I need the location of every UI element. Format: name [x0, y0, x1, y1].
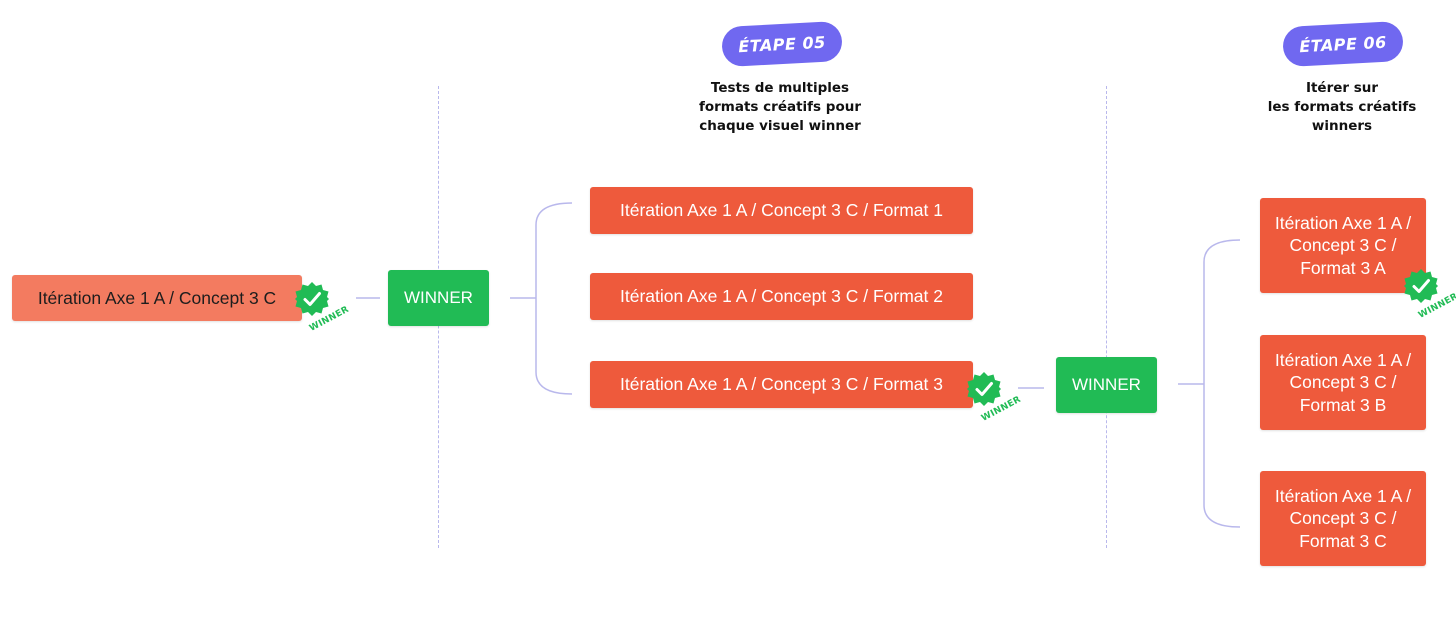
winner-check-icon: [967, 372, 1001, 406]
winner-box-step-06: WINNER: [1056, 357, 1157, 413]
winner-check-icon: [1404, 269, 1438, 303]
step-06-description: Itérer sur les formats créatifs winners: [1267, 80, 1417, 134]
variant-card-format-3a: Itération Axe 1 A / Concept 3 C / Format…: [1260, 198, 1426, 293]
winner-seal-format-3: WINNER: [966, 371, 1023, 427]
winner-box-step-05: WINNER: [388, 270, 489, 326]
divider-line-right: [1106, 86, 1107, 548]
variant-card-format-3b: Itération Axe 1 A / Concept 3 C / Format…: [1260, 335, 1426, 430]
branch-bracket-variants: [1203, 239, 1241, 528]
step-06-badge: ÉTAPE 06: [1282, 20, 1404, 68]
winner-check-icon: [295, 282, 329, 316]
step-05-badge: ÉTAPE 05: [721, 20, 843, 68]
source-iteration-card: Itération Axe 1 A / Concept 3 C: [12, 275, 302, 321]
winner-seal-source: WINNER: [294, 281, 351, 337]
step-05-description: Tests de multiples formats créatifs pour…: [699, 80, 861, 134]
winner-seal-format-3a: WINNER: [1403, 268, 1456, 324]
format-card-1: Itération Axe 1 A / Concept 3 C / Format…: [590, 187, 973, 234]
format-card-2: Itération Axe 1 A / Concept 3 C / Format…: [590, 273, 973, 320]
variant-card-format-3c: Itération Axe 1 A / Concept 3 C / Format…: [1260, 471, 1426, 566]
format-card-3: Itération Axe 1 A / Concept 3 C / Format…: [590, 361, 973, 408]
branch-bracket-formats: [535, 202, 573, 395]
